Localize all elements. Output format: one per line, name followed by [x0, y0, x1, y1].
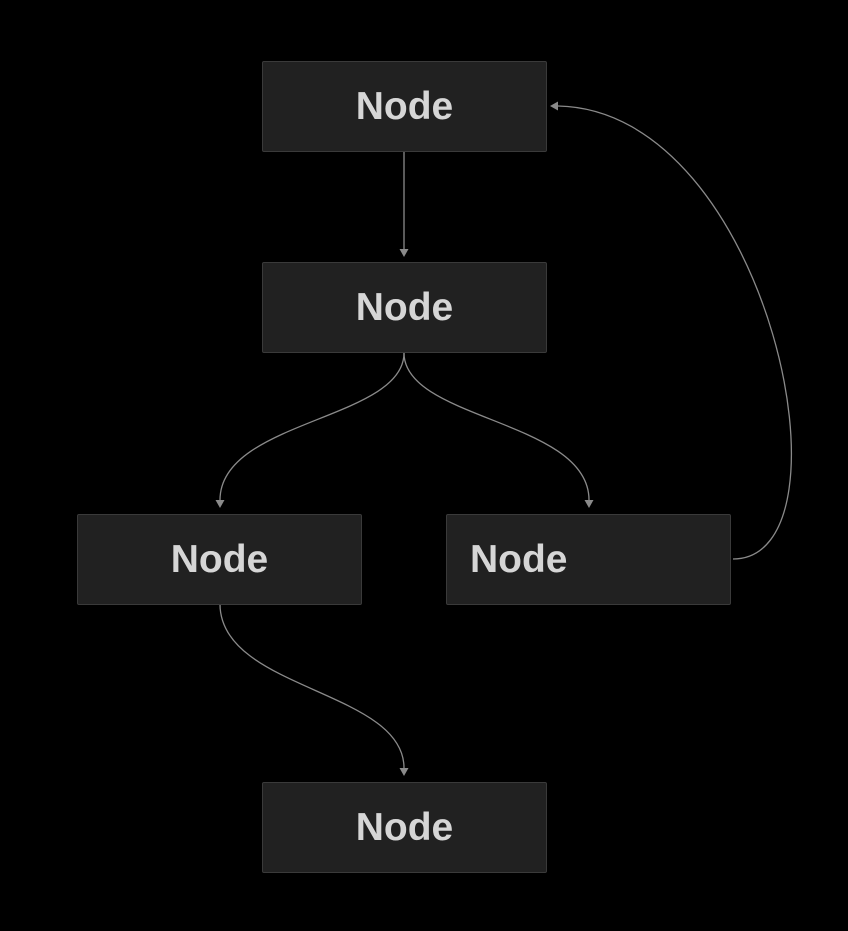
- edge-n2-n4: [403, 352, 590, 501]
- edge-n2-n3: [219, 352, 405, 501]
- arrowhead-n2: [399, 249, 409, 257]
- node-1[interactable]: Node: [262, 61, 547, 152]
- arrowhead-n1: [550, 101, 558, 111]
- node-2[interactable]: Node: [262, 262, 547, 353]
- node-5[interactable]: Node: [262, 782, 547, 873]
- arrowhead-n3: [215, 500, 225, 508]
- arrowhead-n4: [584, 500, 594, 508]
- node-3[interactable]: Node: [77, 514, 362, 605]
- edge-n4-n1: [557, 105, 793, 560]
- arrowhead-n5: [399, 768, 409, 776]
- node-4[interactable]: Node: [446, 514, 731, 605]
- edge-n3-n5: [219, 603, 405, 769]
